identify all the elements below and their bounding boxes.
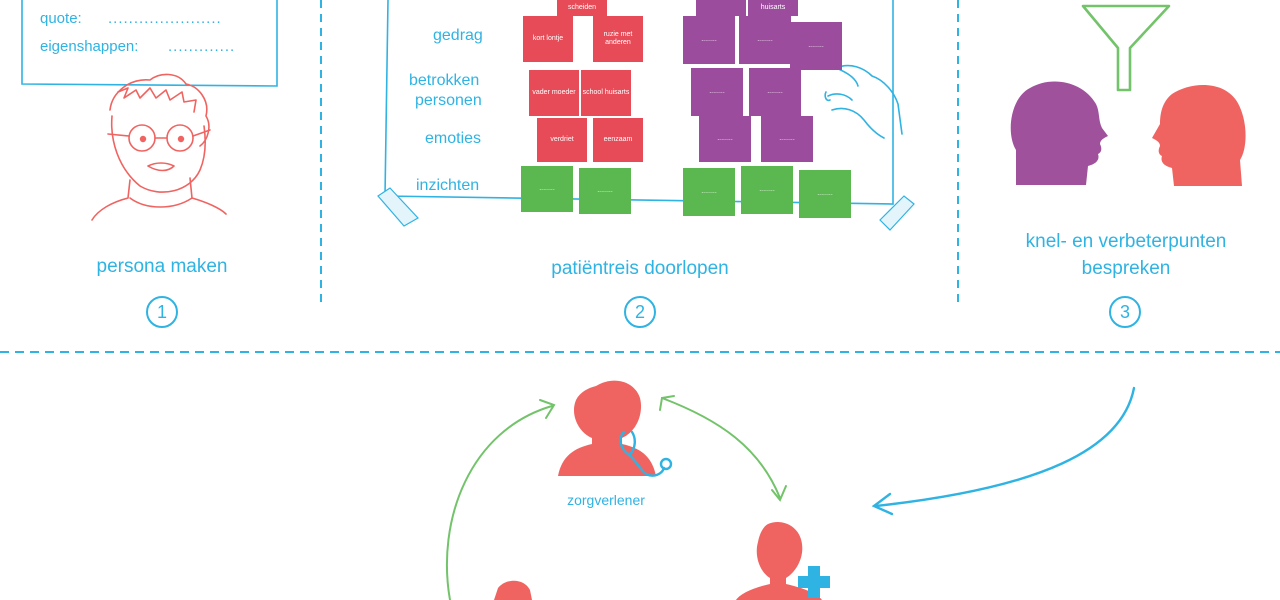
note-dots: ........ [701, 36, 717, 43]
note-vader-moeder: vader moeder [532, 89, 576, 96]
row-label-inzichten: inzichten [416, 177, 480, 194]
row-label-emoties: emoties [425, 130, 482, 147]
incoming-arrow [871, 386, 1136, 516]
sticky-notes-board [521, 0, 851, 218]
note-dots: ........ [767, 88, 783, 95]
note-verdriet: verdriet [550, 136, 574, 143]
step-1-number: 1 [146, 296, 178, 328]
zorgverlener-label: zorgverlener [567, 492, 645, 508]
note-dots: ........ [757, 36, 773, 43]
note-dots: ........ [817, 190, 833, 197]
quote-field-dots: ...................... [108, 10, 222, 27]
note-dots: ........ [759, 186, 775, 193]
row-label-gedrag: gedrag [433, 27, 483, 44]
row-label-personen: personen [415, 92, 482, 109]
patient-icon [736, 522, 830, 600]
purple-head-icon [1010, 81, 1108, 185]
step-2-label: patiëntreis doorlopen [551, 258, 729, 279]
persona-card [21, 0, 278, 87]
note-eenzaam: eenzaam [603, 136, 633, 143]
funnel-icon [1081, 4, 1171, 92]
note-dots: ........ [539, 185, 555, 192]
step-1-label: persona maken [96, 256, 228, 277]
note-dots: ........ [717, 135, 733, 142]
family-member-icon [494, 580, 532, 600]
note-dots: ........ [701, 188, 717, 195]
red-head-icon [1152, 84, 1246, 186]
note-huisarts: huisarts [760, 4, 786, 11]
step-3-number: 3 [1109, 296, 1141, 328]
boy-face-illustration [91, 73, 227, 221]
cycle-arrows [446, 395, 787, 600]
eigenshappen-field-label: eigenshappen: [40, 38, 139, 55]
quote-field-label: quote: [40, 10, 82, 27]
hand-illustration [824, 64, 903, 139]
step-2-number: 2 [624, 296, 656, 328]
note-ruzie: ruzie met anderen [603, 31, 633, 46]
step-3-label-line2: bespreken [1081, 258, 1171, 279]
journey-board [377, 0, 915, 231]
eigenshappen-field-dots: ............. [168, 38, 236, 55]
note-kort-lontje: kort lontje [532, 35, 564, 42]
row-label-betrokken: betrokken [409, 72, 480, 89]
zorgverlener-icon [558, 380, 673, 477]
note-dots: ........ [597, 187, 613, 194]
note-scheiden: scheiden [567, 4, 597, 11]
note-dots: ........ [779, 135, 795, 142]
note-dots: ........ [709, 88, 725, 95]
note-school-huisarts: school huisarts [582, 89, 630, 96]
note-dots: ........ [808, 42, 824, 49]
step-3-label-line1: knel- en verbeterpunten [1025, 231, 1227, 252]
